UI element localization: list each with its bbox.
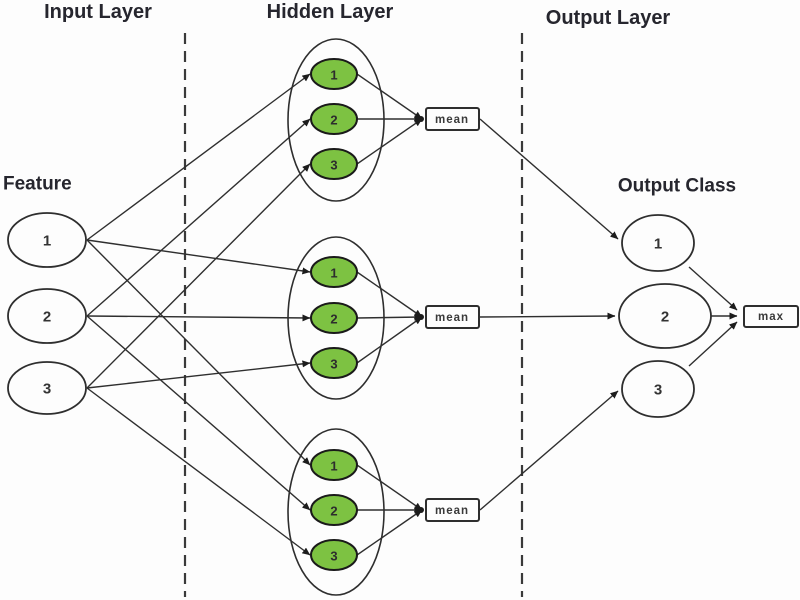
hidden-group-1-node-1-label: 1 — [330, 68, 337, 83]
input-node-2-label: 2 — [43, 309, 51, 326]
mean-box-2 — [425, 305, 480, 329]
hidden-group-1-node-1 — [310, 58, 358, 90]
output-node-3-label: 3 — [654, 382, 662, 399]
hidden-group-1-node-3 — [310, 148, 358, 180]
hidden-group-2-outline — [287, 236, 385, 400]
hidden-group-3-node-3-label: 3 — [330, 549, 337, 564]
arrow-feature1-group2-node1 — [86, 239, 311, 275]
mean1-junction-dot — [418, 116, 424, 122]
arrow-feature3-group2-node3 — [86, 360, 311, 389]
hidden-group-1: 1 2 3 mean — [287, 38, 480, 202]
arrow-feature1-group1-node1 — [86, 73, 311, 241]
hidden-group-3-node-2 — [310, 494, 358, 526]
input-node-3 — [7, 361, 87, 415]
mean-to-output-arrows — [479, 118, 619, 511]
feature-label: Feature — [3, 174, 72, 195]
output-node-1 — [621, 214, 695, 272]
output-node-1-label: 1 — [654, 236, 662, 253]
hidden-group-3: 1 2 3 mean — [287, 428, 480, 596]
hidden-group-1-node-2 — [310, 103, 358, 135]
max-aggregator: max — [743, 305, 799, 328]
hidden-group-1-node-3-label: 3 — [330, 158, 337, 173]
hidden-to-mean-arrows — [356, 73, 424, 556]
max-box-label: max — [758, 311, 784, 323]
arrow-mean2-output2 — [479, 312, 616, 320]
hidden-group-2-node-2-label: 2 — [330, 312, 337, 327]
hidden-group-3-node-1 — [310, 449, 358, 481]
mean-box-1-label: mean — [435, 114, 469, 126]
mean-box-3-label: mean — [435, 505, 469, 517]
mean-box-3 — [425, 498, 480, 522]
output-node-3 — [621, 360, 695, 418]
mean-box-1 — [425, 107, 480, 131]
arrow-feature3-group3-node3 — [86, 387, 311, 556]
arrow-g3n1-mean3 — [356, 464, 423, 511]
arrow-feature1-group3-node1 — [86, 239, 311, 466]
mean-box-2-label: mean — [435, 312, 469, 324]
arrow-feature3-group1-node3 — [86, 163, 311, 389]
arrow-feature2-group1-node2 — [86, 118, 311, 317]
input-layer-title: Input Layer — [44, 1, 152, 23]
hidden-group-2-node-3 — [310, 347, 358, 379]
hidden-group-2: 1 2 3 mean — [287, 236, 480, 400]
hidden-group-3-node-2-label: 2 — [330, 504, 337, 519]
arrow-g3n3-mean3 — [356, 509, 423, 556]
output-layer-title: Output Layer — [546, 7, 671, 29]
arrow-g2n2-mean2 — [356, 313, 423, 321]
mean2-junction-dot — [418, 314, 424, 320]
hidden-group-2-node-2 — [310, 302, 358, 334]
hidden-group-3-outline — [287, 428, 385, 596]
arrow-mean1-output1 — [479, 118, 619, 240]
max-box — [743, 305, 799, 328]
arrow-feature2-group3-node2 — [86, 315, 311, 511]
hidden-layer-title: Hidden Layer — [267, 1, 394, 23]
arrow-feature2-group2-node2 — [86, 314, 311, 322]
input-node-3-label: 3 — [43, 381, 51, 398]
arrow-g1n1-mean1 — [356, 73, 423, 120]
hidden-group-3-node-1-label: 1 — [330, 459, 337, 474]
output-class-nodes: 1 2 3 — [618, 214, 712, 418]
input-node-2 — [7, 288, 87, 344]
arrow-output3-max — [688, 321, 738, 367]
arrow-g1n3-mean1 — [356, 118, 423, 165]
arrow-g2n1-mean2 — [356, 271, 423, 318]
arrow-mean3-output3 — [479, 390, 619, 511]
hidden-group-1-node-2-label: 2 — [330, 113, 337, 128]
arrow-g2n3-mean2 — [356, 316, 423, 364]
mean3-junction-dot — [418, 507, 424, 513]
input-to-hidden-arrows — [86, 73, 311, 556]
hidden-group-3-node-3 — [310, 539, 358, 571]
hidden-group-1-outline — [287, 38, 385, 202]
output-class-label: Output Class — [618, 176, 736, 197]
hidden-group-2-node-3-label: 3 — [330, 357, 337, 372]
output-to-max-arrows — [688, 266, 738, 367]
input-node-1-label: 1 — [43, 233, 51, 250]
input-node-1 — [7, 212, 87, 268]
arrow-output1-max — [688, 266, 738, 311]
output-node-2 — [618, 283, 712, 349]
output-node-2-label: 2 — [661, 309, 669, 326]
hidden-group-2-node-1 — [310, 256, 358, 288]
hidden-group-2-node-1-label: 1 — [330, 266, 337, 281]
input-feature-nodes: 1 2 3 — [7, 212, 87, 415]
